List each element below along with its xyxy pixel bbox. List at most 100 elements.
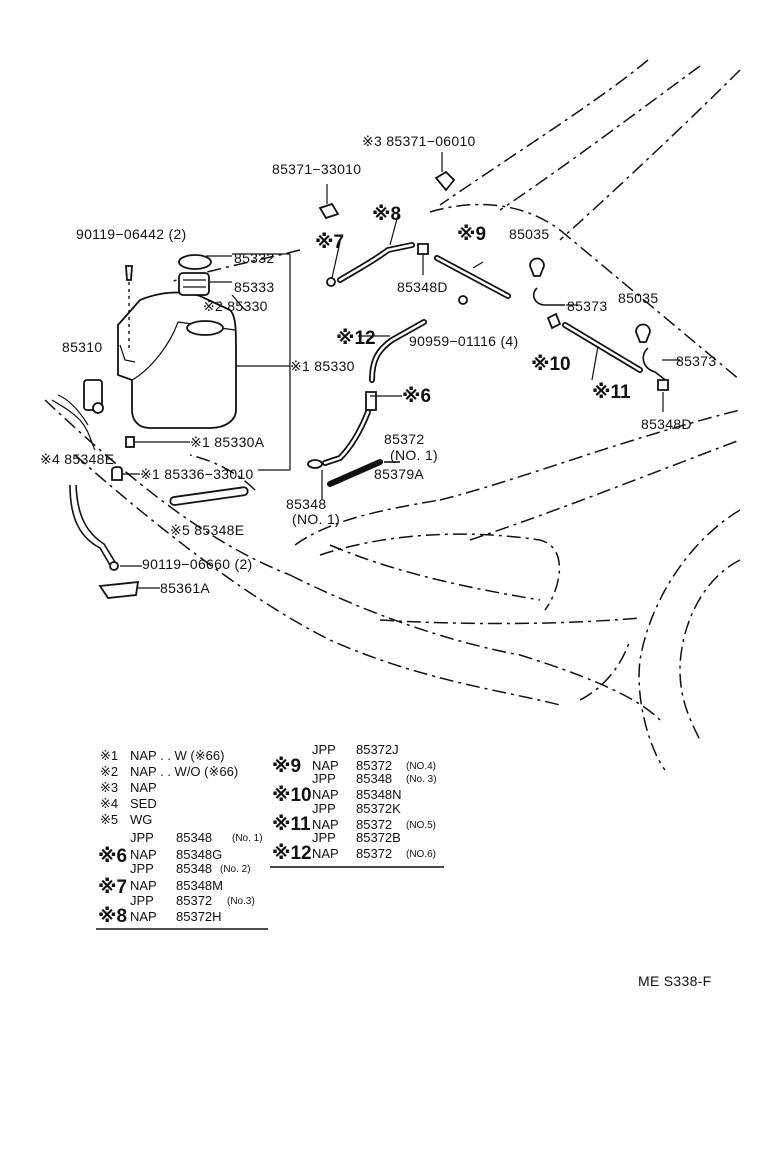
legend-part: 85348 [176, 830, 212, 845]
joint-star6 [365, 391, 377, 411]
bolt-90119-06660 [109, 561, 119, 571]
label-85332: 85332 [234, 250, 274, 266]
lower-hose-routing [51, 394, 249, 599]
label-star11: ※11 [592, 382, 631, 403]
legend-group-mark: ※7 [98, 877, 127, 898]
label-85348E-star4: ※4 85348E [40, 451, 114, 467]
label-85333: 85333 [234, 279, 274, 295]
legend-part: 85372 [356, 758, 392, 773]
label-85330A: ※1 85330A [190, 434, 265, 450]
legend-note: (NO.6) [406, 849, 436, 860]
legend-mark: ※5 [100, 812, 118, 827]
label-85336: ※1 85336−33010 [140, 466, 254, 482]
legend-part: 85372H [176, 909, 222, 924]
legend-code: JPP [130, 893, 154, 908]
legend-part: 85372 [356, 817, 392, 832]
legend-code: JPP [130, 861, 154, 876]
label-85330-star2: ※2 85330 [203, 298, 268, 314]
legend-note: (No. 3) [406, 774, 437, 785]
bracket-85361A [98, 580, 140, 599]
legend-right-groups: ※9 JPP 85372J NAP 85372 (NO.4) ※10 JPP 8… [270, 742, 444, 868]
legend-part: 85372J [356, 742, 399, 757]
legend-code: NAP [130, 878, 157, 893]
label-85371-33010: 85371−33010 [272, 161, 361, 177]
legend-code: JPP [312, 742, 336, 757]
legend-part: 85348 [176, 861, 212, 876]
vehicle-body-outline [44, 59, 741, 771]
label-85348D-b: 85348D [641, 416, 692, 432]
joint-85348-no1 [307, 459, 323, 469]
label-star9: ※9 [457, 224, 486, 245]
cap-85332 [178, 254, 212, 270]
strainer-85333 [178, 272, 210, 296]
legend-group-mark: ※8 [98, 906, 127, 927]
legend-code: JPP [130, 830, 154, 845]
upper-hoses [231, 152, 680, 500]
legend-note: (NO.5) [406, 820, 436, 831]
legend-note: (NO.4) [406, 761, 436, 772]
label-90959: 90959−01116 (4) [409, 333, 518, 349]
legend-part: 85348 [356, 771, 392, 786]
plug-85336 [111, 466, 123, 481]
label-star6: ※6 [402, 386, 431, 407]
legend-code: NAP [130, 909, 157, 924]
label-85372-no1-b: (NO. 1) [390, 447, 438, 463]
label-star12: ※12 [336, 328, 376, 349]
legend-left-groups: ※6 JPP 85348 (No. 1) NAP 85348G ※7 JPP 8… [96, 830, 268, 930]
label-85348-no1-a: 85348 [286, 496, 326, 512]
legend-mark: ※2 [100, 764, 118, 779]
legend: ※1 NAP . . W (※66) ※2 NAP . . W/O (※66) … [96, 742, 444, 930]
label-star7: ※7 [315, 232, 344, 253]
legend-group-mark: ※11 [272, 814, 311, 835]
label-85372-no1-a: 85372 [384, 431, 424, 447]
legend-group-mark: ※10 [272, 785, 312, 806]
legend-group-mark: ※12 [272, 843, 312, 864]
legend-code: NAP [312, 817, 339, 832]
label-85379A: 85379A [374, 466, 424, 482]
joint-85348D-a [417, 243, 429, 255]
legend-note: (No. 2) [220, 864, 251, 875]
legend-text: SED [130, 796, 157, 811]
label-85330-star1: ※1 85330 [290, 358, 355, 374]
grommet-85330A [125, 436, 135, 448]
legend-note: (No. 1) [232, 833, 263, 844]
label-90119-06660: 90119−06660 (2) [142, 556, 253, 572]
nozzle-85035-a [529, 257, 545, 277]
legend-code: JPP [312, 801, 336, 816]
label-85373-b: 85373 [676, 353, 716, 369]
clip-85371-33010 [318, 202, 340, 220]
bolt-90119-06442 [125, 265, 133, 281]
label-85348-no1-b: (NO. 1) [292, 511, 340, 527]
label-85371-06010: ※3 85371−06010 [362, 133, 476, 149]
legend-code: JPP [312, 771, 336, 786]
legend-mark: ※3 [100, 780, 118, 795]
label-85035-b: 85035 [618, 290, 658, 306]
legend-part: 85372 [356, 846, 392, 861]
legend-mark: ※4 [100, 796, 118, 811]
label-85373-a: 85373 [567, 298, 607, 314]
callout-labels: ※3 85371−06010 85371−33010 ※8 90119−0644… [40, 133, 716, 596]
label-85348E-star5: ※5 85348E [170, 522, 244, 538]
label-85348D-a: 85348D [397, 279, 448, 295]
label-star8: ※8 [372, 204, 401, 225]
legend-part: 85348M [176, 878, 223, 893]
clamp-90959 [458, 295, 468, 305]
legend-text: WG [130, 812, 152, 827]
legend-code: NAP [312, 846, 339, 861]
legend-code: NAP [312, 758, 339, 773]
label-85310: 85310 [62, 339, 102, 355]
legend-group-mark: ※9 [272, 756, 301, 777]
tank-filler-neck [186, 320, 224, 336]
washer-tank-assembly [83, 253, 291, 481]
figure-id: ME S338-F [638, 973, 712, 989]
legend-text: NAP [130, 780, 157, 795]
legend-mark: ※1 [100, 748, 118, 763]
legend-code: NAP [130, 847, 157, 862]
legend-code: JPP [312, 830, 336, 845]
joint-85348D-b [657, 379, 669, 391]
clip-85371-06010 [434, 170, 456, 192]
hose-85348E [169, 486, 249, 506]
label-85035-a: 85035 [509, 226, 549, 242]
legend-left-simple: ※1 NAP . . W (※66) ※2 NAP . . W/O (※66) … [100, 748, 238, 827]
